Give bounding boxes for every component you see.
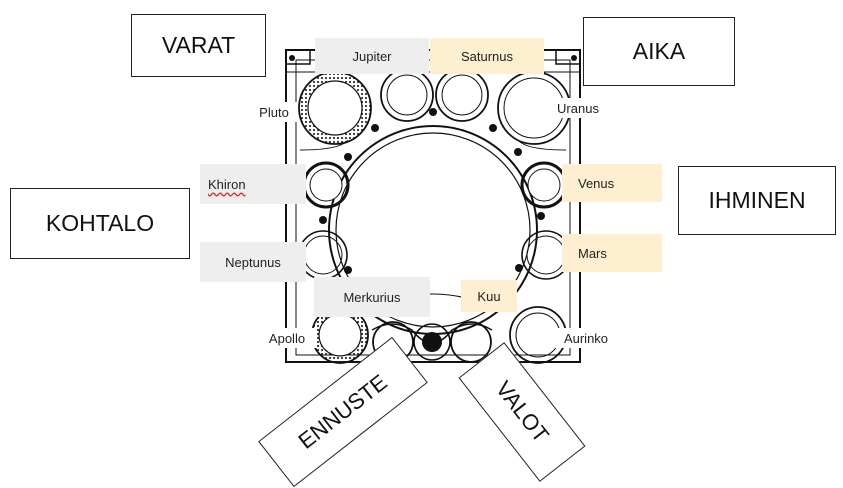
gear-apollo-inner — [318, 313, 362, 357]
pin — [344, 153, 352, 161]
mars-label-box: Mars — [562, 234, 662, 272]
top-right-corner-bolt — [571, 55, 577, 61]
khiron-label: Khiron — [208, 176, 246, 192]
pin — [515, 264, 523, 272]
varat-label: VARAT — [161, 32, 236, 58]
aika-label: AIKA — [632, 38, 686, 64]
gear-top-2 — [435, 68, 489, 122]
gear-mars-inner — [526, 235, 566, 275]
arc-right-upper — [517, 139, 567, 151]
saturnus-label: Saturnus — [460, 48, 514, 64]
apollo-label: Apollo — [268, 330, 306, 346]
gear-top-1-inner — [386, 74, 428, 116]
gear-venus-inner — [527, 168, 561, 202]
arc-left-upper — [299, 139, 349, 151]
kohtalo-box: KOHTALO — [10, 188, 190, 259]
kuu-label: Kuu — [477, 288, 501, 304]
ihminen-box: IHMINEN — [678, 166, 836, 235]
gear-pluto-inner — [307, 80, 363, 136]
aika-box: AIKA — [583, 17, 735, 86]
gear-khiron-inner — [309, 168, 343, 202]
pin — [537, 212, 545, 220]
ihminen-label: IHMINEN — [708, 187, 806, 213]
gear-bottom-right — [450, 321, 492, 363]
venus-label: Venus — [578, 175, 615, 191]
uranus-label-box: Uranus — [548, 98, 608, 118]
top-right-corner-detail — [555, 49, 581, 65]
mars-label: Mars — [578, 245, 607, 261]
bottom-linkage — [371, 323, 493, 344]
gear-bottom-center-hub — [422, 332, 442, 352]
pin — [319, 216, 327, 224]
central-disc-inner — [335, 132, 531, 328]
jupiter-label: Jupiter — [352, 48, 392, 64]
pin — [344, 266, 352, 274]
pin — [514, 148, 522, 156]
pluto-label-box: Pluto — [250, 102, 298, 122]
kohtalo-label: KOHTALO — [45, 210, 155, 236]
varat-box: VARAT — [131, 14, 266, 77]
jupiter-label-box: Jupiter — [315, 38, 429, 74]
gear-neptunus-inner — [303, 235, 343, 275]
khiron-label-box: Khiron — [200, 164, 306, 204]
aurinko-label: Aurinko — [563, 330, 609, 346]
neptunus-label-box: Neptunus — [200, 242, 306, 282]
merkurius-label-box: Merkurius — [314, 277, 430, 317]
saturnus-label-box: Saturnus — [430, 38, 544, 74]
pluto-label: Pluto — [259, 104, 289, 120]
aurinko-label-box: Aurinko — [552, 328, 620, 348]
pin — [489, 124, 497, 132]
gear-bottom-center — [413, 323, 451, 361]
pin — [429, 108, 437, 116]
gear-top-2-inner — [441, 74, 483, 116]
apollo-label-box: Apollo — [258, 328, 316, 348]
merkurius-label: Merkurius — [343, 289, 401, 305]
gear-top-1 — [380, 68, 434, 122]
top-left-corner-bolt — [289, 55, 295, 61]
neptunus-label: Neptunus — [225, 254, 281, 270]
pin — [371, 124, 379, 132]
kuu-label-box: Kuu — [461, 280, 517, 312]
venus-label-box: Venus — [562, 164, 662, 202]
top-left-corner-detail — [285, 49, 311, 65]
uranus-label: Uranus — [557, 100, 599, 116]
